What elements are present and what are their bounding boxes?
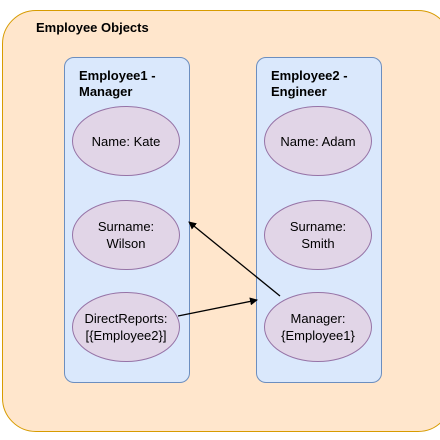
employee1-direct-reports-field: DirectReports: [{Employee2}] (72, 292, 180, 362)
employee2-name-field: Name: Adam (264, 106, 372, 176)
employee2-surname-field: Surname: Smith (264, 200, 372, 270)
employee1-title: Employee1 - Manager (79, 68, 156, 99)
employee2-title: Employee2 - Engineer (271, 68, 348, 99)
container-title: Employee Objects (36, 20, 149, 35)
employee1-name-field: Name: Kate (72, 106, 180, 176)
employee1-surname-field: Surname: Wilson (72, 200, 180, 270)
employee2-manager-field: Manager: {Employee1} (264, 292, 372, 362)
